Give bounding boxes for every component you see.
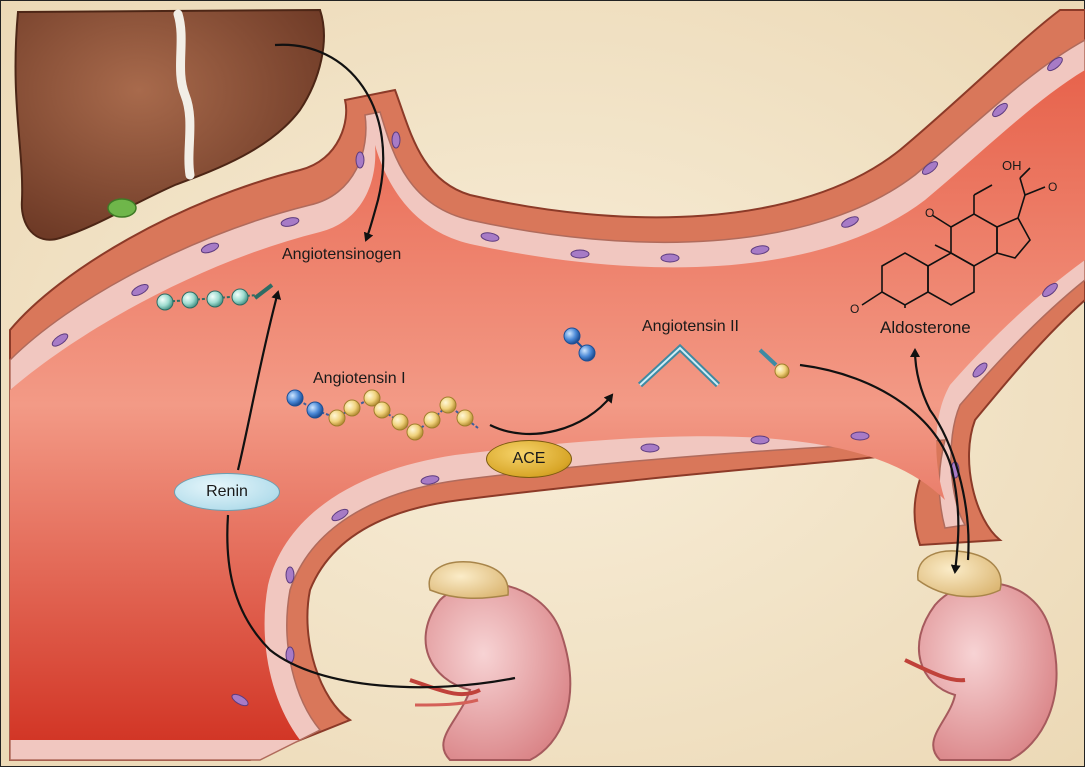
angiotensinogen-label: Angiotensinogen [282,246,401,264]
ace-enzyme: ACE [486,440,572,478]
renin-label: Renin [206,483,248,501]
ketone-3-label: O [850,302,859,316]
angiotensin-i-label: Angiotensin I [313,370,406,388]
gallbladder [108,199,136,217]
ketone-11-label: O [925,206,934,220]
renin-enzyme: Renin [174,473,280,511]
hydroxyl-group-label: OH [1002,158,1022,173]
ketone-17-label: O [1048,180,1057,194]
ace-label: ACE [513,450,546,468]
aldosterone-label: Aldosterone [880,318,971,338]
angiotensin-ii-label: Angiotensin II [642,318,739,336]
